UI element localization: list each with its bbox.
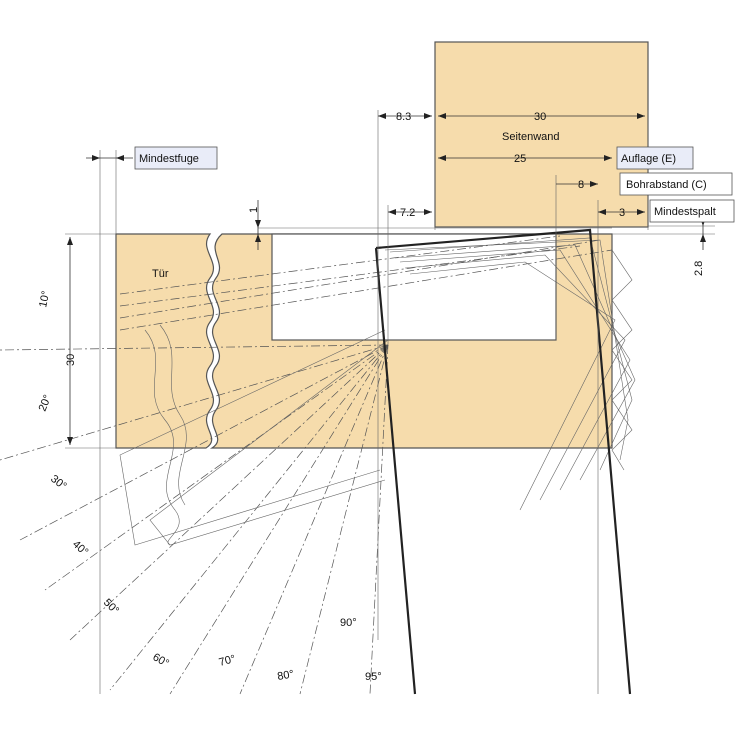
sweep-outline-2 (389, 237, 633, 471)
tuer-label: Tür (152, 268, 169, 280)
sweep-outline-8 (149, 339, 389, 546)
mindestspalt-label: Mindestspalt (654, 206, 716, 218)
angle-label-95: 95° (365, 671, 382, 683)
dim-2-8: 2.8 (693, 261, 705, 276)
angle-label-50: 50° (101, 597, 121, 617)
bohrabstand-box (619, 172, 733, 196)
upper-ray-4 (119, 235, 561, 295)
auflage-label: Auflage (E) (621, 153, 676, 165)
angle-ray-8 (239, 344, 389, 695)
door-break-sweep (144, 324, 187, 546)
angle-ray-3 (19, 344, 389, 541)
angle-rays (0, 235, 613, 695)
angle-label-70: 70° (218, 653, 237, 669)
mindestfuge-label: Mindestfuge (139, 153, 199, 165)
angle-label-40: 40° (70, 538, 90, 558)
sweep-outline-5 (404, 254, 626, 501)
angle-label-90: 90° (340, 617, 357, 629)
angle-ray-4 (44, 344, 389, 591)
door-sweep-outlines (119, 237, 636, 546)
dim-7-2: 7.2 (400, 207, 415, 219)
hinge-cup-recess (271, 233, 557, 341)
extension-lines (65, 110, 715, 694)
sweep-zigzag (611, 249, 633, 471)
dim-3: 3 (619, 207, 625, 219)
angle-label-20: 20° (37, 393, 54, 413)
angle-ray-9 (299, 344, 389, 695)
sweep-outline-4 (399, 249, 631, 491)
auflage-box (616, 146, 694, 170)
dimension-lines (67, 113, 706, 445)
side-panel (434, 41, 649, 228)
seitenwand-label: Seitenwand (502, 131, 560, 143)
open-door-outline (374, 228, 632, 695)
upper-ray-3 (119, 245, 581, 307)
dim-8-3: 8.3 (396, 111, 411, 123)
bohrabstand-label: Bohrabstand (C) (626, 179, 707, 191)
mindestspalt-box (649, 199, 735, 223)
door-left-part (115, 233, 215, 449)
dim-8: 8 (578, 179, 584, 191)
angle-label-10: 10° (37, 290, 52, 309)
dim-30-top: 30 (534, 111, 546, 123)
upper-ray-2 (119, 239, 601, 319)
angle-label-30: 30° (48, 473, 69, 493)
dim-1: 1 (248, 207, 260, 213)
angle-ray-6 (109, 344, 389, 691)
upper-ray-1 (119, 249, 613, 331)
mindestfuge-box (134, 146, 218, 170)
angle-label-80: 80° (276, 668, 294, 683)
sweep-outline-7 (119, 329, 386, 546)
angle-ray-7 (169, 344, 389, 695)
angle-ray-1 (0, 344, 389, 351)
dim-25: 25 (514, 153, 526, 165)
angle-label-60: 60° (151, 651, 171, 670)
dim-30-left: 30 (65, 354, 77, 366)
angle-ray-5 (69, 344, 389, 641)
angle-ray-10 (369, 344, 389, 695)
sweep-outline-6 (409, 261, 616, 511)
